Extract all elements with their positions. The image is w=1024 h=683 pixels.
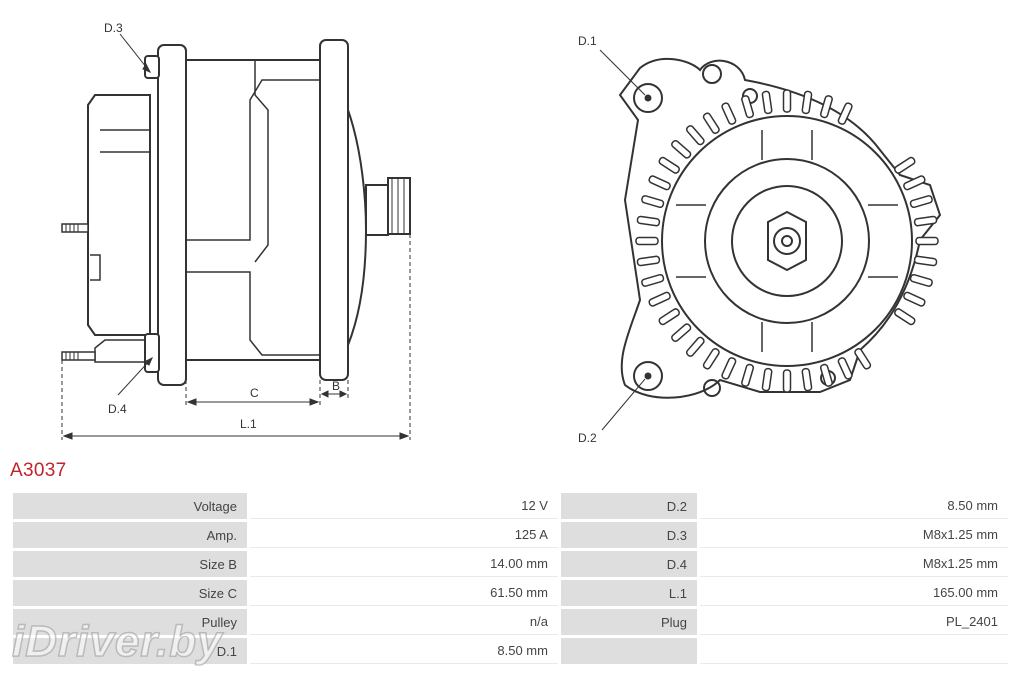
label-d2: D.2 (578, 431, 597, 445)
spec-value: M8x1.25 mm (700, 522, 1008, 548)
vent-slot (648, 175, 671, 191)
vent-slot (658, 156, 680, 174)
vent-slot (782, 89, 792, 113)
spec-table: Voltage 12 V D.2 8.50 mm Amp. 125 A D.3 … (10, 490, 1011, 667)
vent-slot (909, 195, 933, 209)
vent-slot (837, 102, 853, 125)
vent-slot (903, 175, 926, 191)
label-d3: D.3 (104, 21, 123, 35)
spec-label: D.4 (560, 551, 697, 577)
spec-value: M8x1.25 mm (700, 551, 1008, 577)
spec-label: Size B (13, 551, 247, 577)
side-view-dimensions (61, 33, 411, 440)
spec-label (560, 638, 697, 664)
vent-slot (658, 308, 680, 326)
spec-label: D.3 (560, 522, 697, 548)
spec-value: PL_2401 (700, 609, 1008, 635)
vent-slot (915, 236, 939, 246)
vent-slot (894, 308, 916, 326)
vent-slot (913, 215, 938, 227)
table-row: Pulley n/a Plug PL_2401 (13, 609, 1008, 635)
vent-slot (721, 102, 737, 125)
vent-slot (685, 125, 705, 146)
vent-slot (702, 348, 720, 370)
label-d1: D.1 (578, 34, 597, 48)
spec-label: D.2 (560, 493, 697, 519)
label-b: B (332, 379, 340, 393)
vent-slot (685, 336, 705, 357)
vent-slot (648, 291, 671, 307)
part-number: A3037 (10, 460, 67, 481)
spec-label: Size C (13, 580, 247, 606)
spec-value: 12 V (249, 493, 558, 519)
table-row: D.1 8.50 mm (13, 638, 1008, 664)
spec-value: 61.50 mm (249, 580, 558, 606)
spec-value: 125 A (249, 522, 558, 548)
vent-slot (801, 90, 813, 115)
spec-label: Plug (560, 609, 697, 635)
vent-slot (721, 357, 737, 380)
vent-slot (909, 273, 933, 287)
spec-value: 8.50 mm (700, 493, 1008, 519)
front-view-vent-slots (635, 89, 939, 393)
table-row: Amp. 125 A D.3 M8x1.25 mm (13, 522, 1008, 548)
vent-slot (636, 215, 661, 227)
technical-drawing: D.3 D.4 C B L.1 D.1 D.2 (61, 21, 942, 445)
vent-slot (641, 273, 665, 287)
vent-slot (819, 363, 833, 387)
spec-label: Amp. (13, 522, 247, 548)
spec-value: n/a (249, 609, 558, 635)
vent-slot (837, 357, 853, 380)
side-view (61, 39, 411, 386)
table-row: Voltage 12 V D.2 8.50 mm (13, 493, 1008, 519)
vent-slot (671, 323, 692, 343)
vent-slot (801, 367, 813, 392)
vent-slot (913, 255, 938, 267)
vent-slot (635, 236, 659, 246)
spec-label: D.1 (13, 638, 247, 664)
spec-value: 14.00 mm (249, 551, 558, 577)
vent-slot (894, 156, 916, 174)
vent-slot (741, 363, 755, 387)
vent-slot (641, 195, 665, 209)
table-row: Size B 14.00 mm D.4 M8x1.25 mm (13, 551, 1008, 577)
vent-slot (903, 291, 926, 307)
vent-slot (782, 369, 792, 393)
front-view (618, 57, 942, 399)
vent-slot (702, 112, 720, 134)
front-view-callouts (599, 49, 652, 431)
label-l1: L.1 (240, 417, 257, 431)
vent-slot (819, 95, 833, 119)
vent-slot (761, 90, 773, 115)
vent-slot (761, 367, 773, 392)
spec-label: Voltage (13, 493, 247, 519)
table-row: Size C 61.50 mm L.1 165.00 mm (13, 580, 1008, 606)
vent-slot (854, 348, 872, 370)
vent-slot (671, 139, 692, 159)
spec-label: Pulley (13, 609, 247, 635)
spec-value: 165.00 mm (700, 580, 1008, 606)
spec-value (700, 638, 1008, 664)
label-d4: D.4 (108, 402, 127, 416)
spec-label: L.1 (560, 580, 697, 606)
spec-value: 8.50 mm (249, 638, 558, 664)
label-c: C (250, 386, 259, 400)
vent-slot (741, 95, 755, 119)
vent-slot (636, 255, 661, 267)
